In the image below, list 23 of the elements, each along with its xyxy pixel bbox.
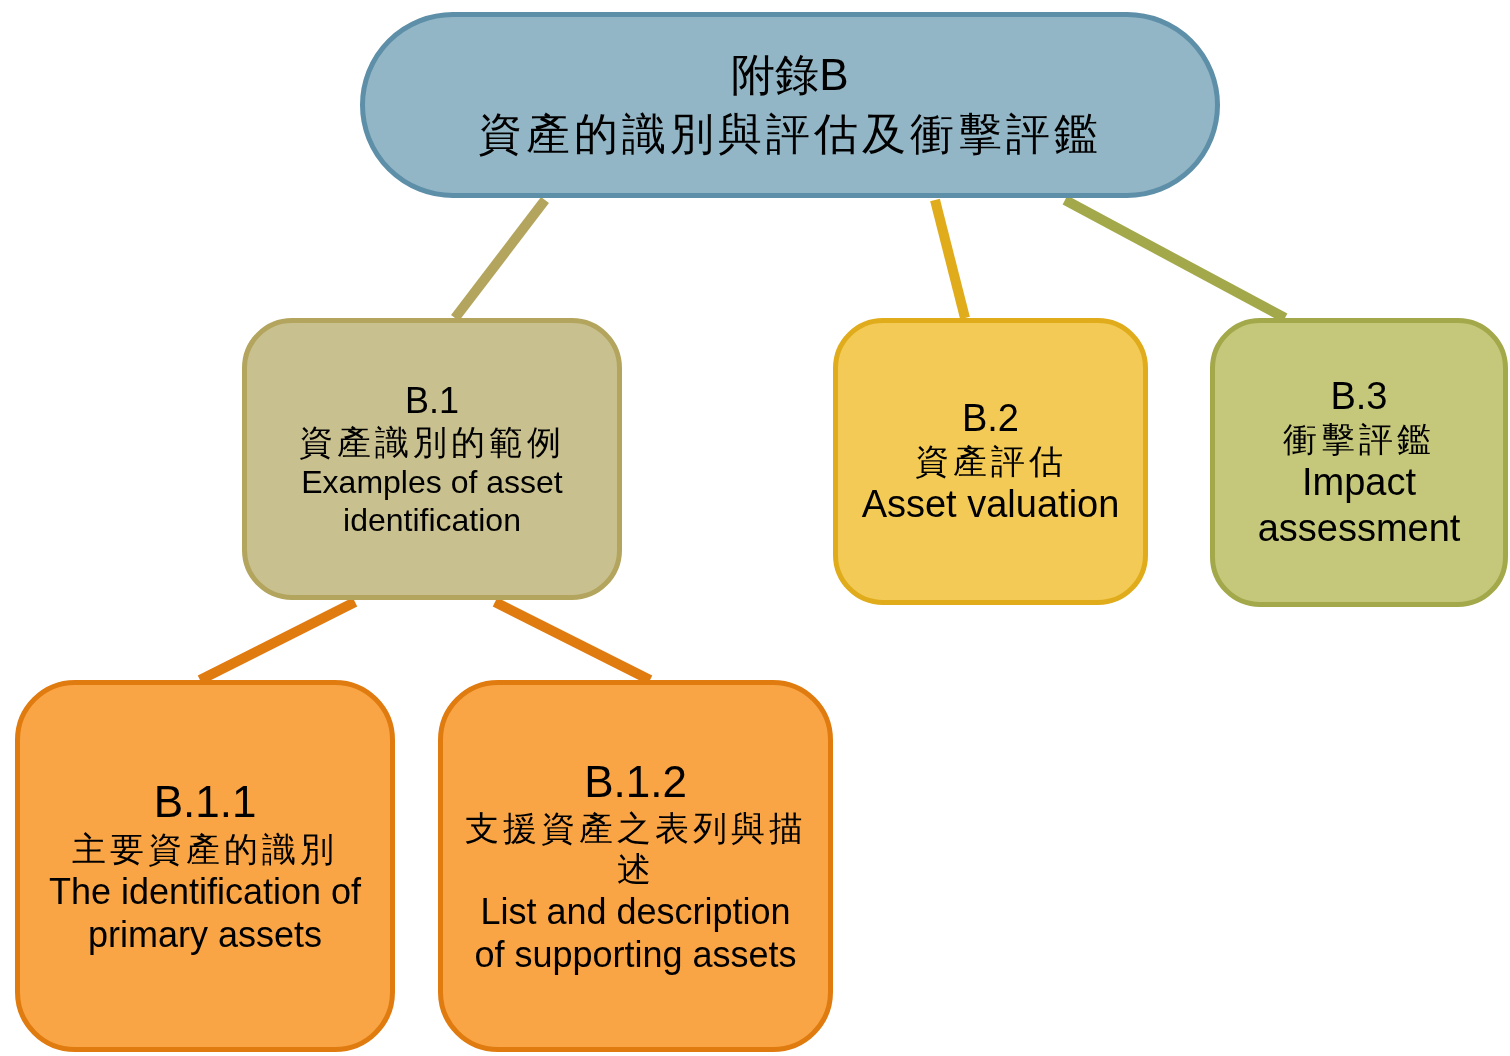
section-number: B.1.1: [153, 776, 257, 828]
section-title-english: List and description of supporting assets: [473, 890, 798, 977]
topic-box: [1210, 318, 1508, 607]
section-title-chinese: 衝擊評鑑: [1283, 419, 1435, 461]
section-title-english: Impact assessment: [1256, 460, 1462, 551]
section-title-english: The identification of primary assets: [47, 869, 363, 956]
section-title-english: Examples of asset identification: [300, 462, 564, 540]
section-number: B.1.2: [584, 755, 687, 808]
topic-box: [15, 680, 395, 1052]
section-title-chinese: 資產識別的範例: [299, 421, 565, 463]
appendix-label: 附錄B: [731, 49, 849, 102]
section-title-chinese: 資產評估: [914, 441, 1067, 482]
section-title-chinese: 主要資產的識別: [72, 828, 338, 870]
topic-box: [833, 318, 1148, 605]
section-number: B.2: [961, 395, 1019, 441]
connector-line: [930, 198, 970, 320]
section-title-english: Asset valuation: [861, 481, 1120, 527]
topic-box: [438, 680, 833, 1052]
topic-box: [242, 318, 622, 600]
appendix-title: 資產的識別與評估及衝擊評鑑: [478, 108, 1102, 161]
section-number: B.3: [1330, 373, 1388, 419]
section-title-chinese: 支援資產之表列與描述: [463, 808, 808, 890]
section-number: B.1: [404, 378, 459, 422]
